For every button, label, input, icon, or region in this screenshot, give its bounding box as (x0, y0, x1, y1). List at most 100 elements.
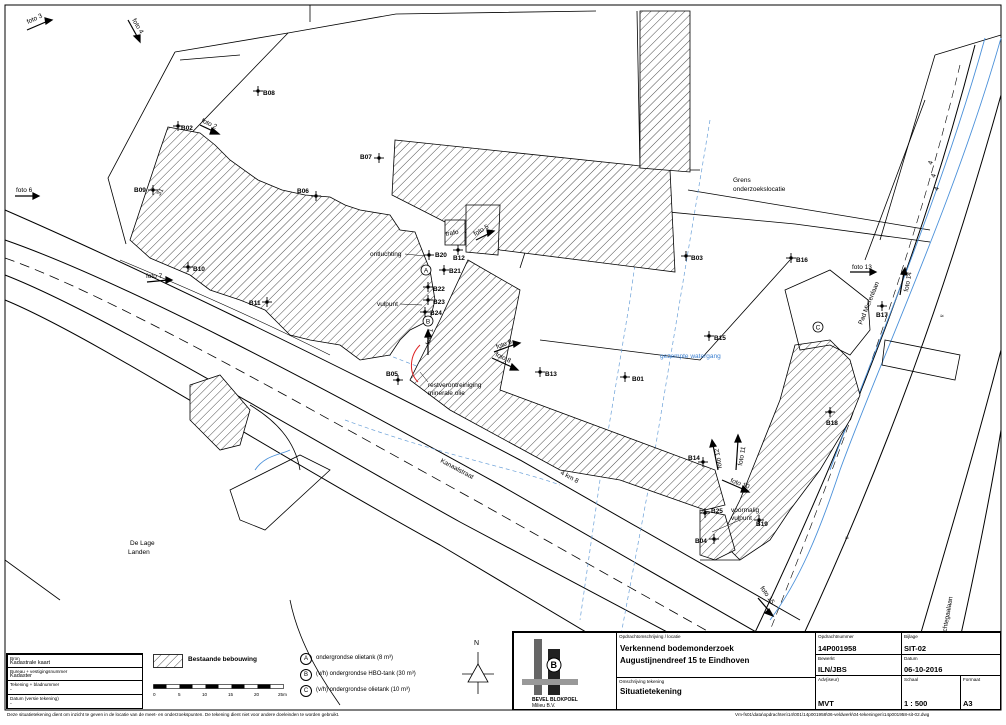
photo-14-arrow[interactable] (899, 266, 908, 296)
tank-b-marker[interactable] (422, 315, 434, 327)
project-line-1: Verkennend bodemonderzoek (620, 644, 734, 653)
date-value: 06-10-2016 (904, 665, 943, 674)
label-b21: B21 (449, 268, 461, 275)
note-ontluchting: ontluchting (370, 251, 402, 258)
sheet-cell: Bijlage SIT-02 (901, 632, 1001, 655)
photo-10-arrow[interactable] (721, 479, 751, 493)
tank-a-marker[interactable] (420, 264, 432, 276)
photo-7-arrow[interactable] (146, 276, 174, 284)
tank-markers: A B C (420, 264, 824, 333)
source-row: Bron Kadastrale kaart (7, 654, 143, 668)
label-b05: B05 (386, 371, 398, 378)
label-b10: B10 (193, 266, 205, 273)
building-trafo (444, 219, 466, 246)
building-north (391, 139, 676, 273)
label-b01: B01 (632, 376, 644, 383)
company-suffix: Milieu B.V. (532, 703, 556, 709)
photo-1-label: foto 1 (425, 328, 435, 346)
label-b06: B06 (297, 188, 309, 195)
company-logo-cell: B BEVEL BLOKPOEL Milieu B.V. (513, 632, 617, 710)
scale-tick-10: 10 (202, 692, 208, 697)
source-info-table: Bron Kadastrale kaart Bureau + vestiging… (6, 653, 143, 709)
editor-value: ILN/JBS (818, 665, 847, 674)
borehole-b16[interactable] (785, 252, 797, 264)
borehole-b12[interactable] (452, 244, 464, 256)
borehole-b01[interactable] (619, 371, 631, 383)
photo-15-arrow[interactable] (757, 597, 775, 618)
scale-bar (153, 684, 284, 689)
house-number: 31 (156, 187, 166, 197)
photo-10-label: foto 10 (729, 477, 750, 491)
building-north-strip (639, 10, 691, 173)
former-tank-arc (411, 344, 421, 383)
date-caption: Datum (904, 656, 918, 661)
photo-9-arrow[interactable] (493, 340, 522, 353)
borehole-b15[interactable] (703, 330, 715, 342)
label-b20: B20 (435, 252, 447, 259)
drawing-number-row: Tekening + bladnummer - (7, 680, 143, 695)
label-b15: B15 (714, 335, 726, 342)
boundary-label-line2: onderzoekslocatie (733, 186, 786, 193)
project-line-2: Augustijnendreef 15 te Eindhoven (620, 656, 750, 665)
label-b09: B09 (134, 187, 146, 194)
label-b18: B18 (826, 420, 838, 427)
photo-13-arrow[interactable] (850, 268, 878, 276)
tank-c-marker[interactable] (812, 321, 824, 333)
borehole-b07[interactable] (373, 152, 385, 164)
sheet-value: SIT-02 (904, 644, 927, 653)
building-east (719, 339, 861, 561)
format-value: A3 (963, 699, 973, 708)
drawing-value: Situatietekening (620, 687, 682, 696)
outlines (4, 269, 961, 706)
scale-tick-5: 5 (178, 692, 181, 697)
editor-cell: Bewerkt ILN/JBS (815, 654, 902, 676)
photo-6-arrow[interactable] (15, 192, 41, 200)
drawing-date-value: - (10, 701, 12, 707)
label-b11: B11 (249, 300, 261, 307)
note-trafo: trafo (445, 229, 459, 238)
photo-5-arrow[interactable] (475, 229, 496, 241)
photo-3-arrow[interactable] (26, 17, 54, 31)
photo-12-arrow[interactable] (709, 438, 719, 471)
note-restverontreiniging: restverontreiniging (428, 382, 482, 389)
project-number-caption: Opdrachtnummer (818, 634, 854, 639)
existing-buildings (129, 10, 861, 561)
borehole-b13[interactable] (534, 366, 546, 378)
photo-1-arrow[interactable] (424, 328, 432, 355)
road-mark-2: 4 (930, 173, 938, 179)
area-label-line2: Landen (128, 549, 150, 556)
approved-cell: Adv(iseur) MVT (815, 675, 902, 710)
boundary-label-line1: Grens (733, 177, 751, 184)
borehole-b17[interactable] (876, 300, 888, 312)
scale-tick-20: 20 (254, 692, 260, 697)
label-b17: B17 (876, 312, 888, 319)
footer-disclaimer: Deze situatietekening dient om inzicht t… (7, 712, 340, 717)
note-vulpunt-1: vulpunt (377, 301, 398, 308)
date-cell: Datum 06-10-2016 (901, 654, 1001, 676)
drawing-description-cell: Omschrijving tekening Situatietekening (616, 677, 816, 710)
borehole-b03[interactable] (680, 250, 692, 262)
label-b14: B14 (688, 455, 700, 462)
borehole-labels: B01 B02 B03 B04 B05 B06 B07 B08 B09 B10 … (134, 90, 888, 545)
drawing-number-caption: Tekening + bladnummer (10, 682, 60, 687)
label-b25: B25 (711, 508, 723, 515)
photo-4-arrow[interactable] (127, 19, 141, 44)
label-b02: B02 (181, 125, 193, 132)
borehole-b08[interactable] (252, 85, 264, 97)
legend-hatch-label: Bestaande bebouwing (188, 656, 257, 663)
company-name: BEVEL BLOKPOEL (532, 697, 578, 703)
photo-11-arrow[interactable] (734, 433, 742, 471)
borehole-b21[interactable] (438, 264, 450, 276)
title-block: B BEVEL BLOKPOEL Milieu B.V. Opdrachtoms… (512, 631, 1001, 710)
editor-caption: Bewerkt (818, 656, 835, 661)
photo-8-arrow[interactable] (491, 357, 520, 371)
north-label: N (474, 640, 480, 647)
legend-tank-c-marker: C (300, 685, 312, 697)
photo-15-label: foto 15 (758, 585, 775, 606)
label-b24: B24 (430, 310, 442, 317)
photo-2-arrow[interactable] (199, 124, 221, 135)
approved-value: MVT (818, 699, 834, 708)
note-minerale-olie: minerale olie (428, 390, 465, 397)
legend-tank-b-text: (v/h) ondergrondse HBO-tank (30 m³) (316, 671, 416, 677)
tank-a-letter: A (424, 268, 429, 275)
